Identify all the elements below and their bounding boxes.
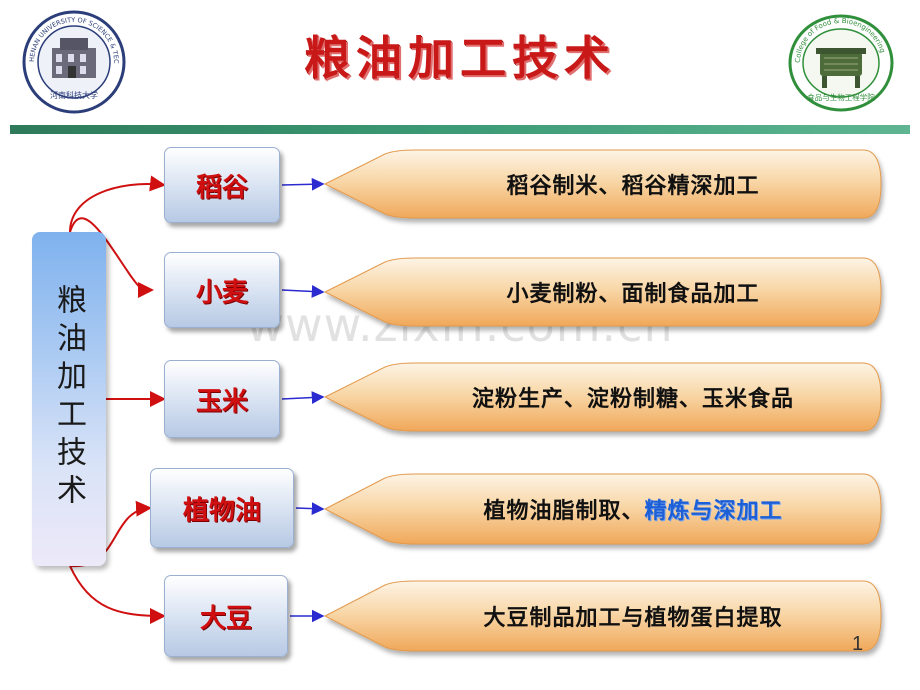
category-node: 小麦 bbox=[164, 252, 280, 328]
root-connector bbox=[69, 217, 154, 298]
description-callout bbox=[323, 149, 882, 219]
description-text: 植物油脂制取、 bbox=[483, 499, 645, 524]
description-text: 小麦制粉、面制食品加工 bbox=[506, 282, 760, 307]
category-node: 玉米 bbox=[164, 360, 280, 438]
university-logo-cn: 河南科技大学 bbox=[50, 90, 98, 100]
category-description: 小麦制粉、面制食品加工 bbox=[389, 258, 877, 326]
page-number: 1 bbox=[852, 633, 864, 655]
description-callout bbox=[323, 580, 882, 652]
description-highlight: 精炼与深加工 bbox=[644, 499, 783, 524]
college-logo: College of Food & Bioengineering 食品与生物工程… bbox=[788, 14, 894, 112]
category-connector bbox=[295, 502, 325, 515]
page-title: 粮油加工技术 bbox=[304, 31, 616, 85]
college-logo-cn: 食品与生物工程学院 bbox=[807, 92, 875, 102]
title-divider bbox=[10, 125, 910, 134]
root-connector bbox=[69, 565, 166, 624]
category-connector bbox=[281, 391, 325, 404]
category-node: 植物油 bbox=[150, 468, 294, 548]
category-node: 大豆 bbox=[164, 575, 288, 657]
description-callout bbox=[323, 362, 882, 432]
root-connector bbox=[69, 175, 166, 233]
category-connector bbox=[281, 285, 325, 298]
description-text: 大豆制品加工与植物蛋白提取 bbox=[483, 606, 783, 631]
category-description: 淀粉生产、淀粉制糖、玉米食品 bbox=[389, 363, 877, 431]
category-node: 稻谷 bbox=[164, 147, 280, 223]
university-logo: HENAN UNIVERSITY OF SCIENCE & TECHNOLOGY… bbox=[22, 10, 126, 114]
category-description: 稻谷制米、稻谷精深加工 bbox=[389, 150, 877, 218]
description-text: 淀粉生产、淀粉制糖、玉米食品 bbox=[471, 387, 794, 412]
root-node bbox=[32, 232, 106, 566]
description-callout bbox=[323, 257, 882, 327]
category-description: 植物油脂制取、精炼与深加工 bbox=[389, 474, 877, 544]
description-callout bbox=[323, 473, 882, 545]
root-node-label: 粮油加工技术 bbox=[51, 284, 86, 512]
category-description: 大豆制品加工与植物蛋白提取 bbox=[389, 581, 877, 651]
category-connector bbox=[281, 177, 325, 191]
description-text: 稻谷制米、稻谷精深加工 bbox=[506, 174, 760, 199]
